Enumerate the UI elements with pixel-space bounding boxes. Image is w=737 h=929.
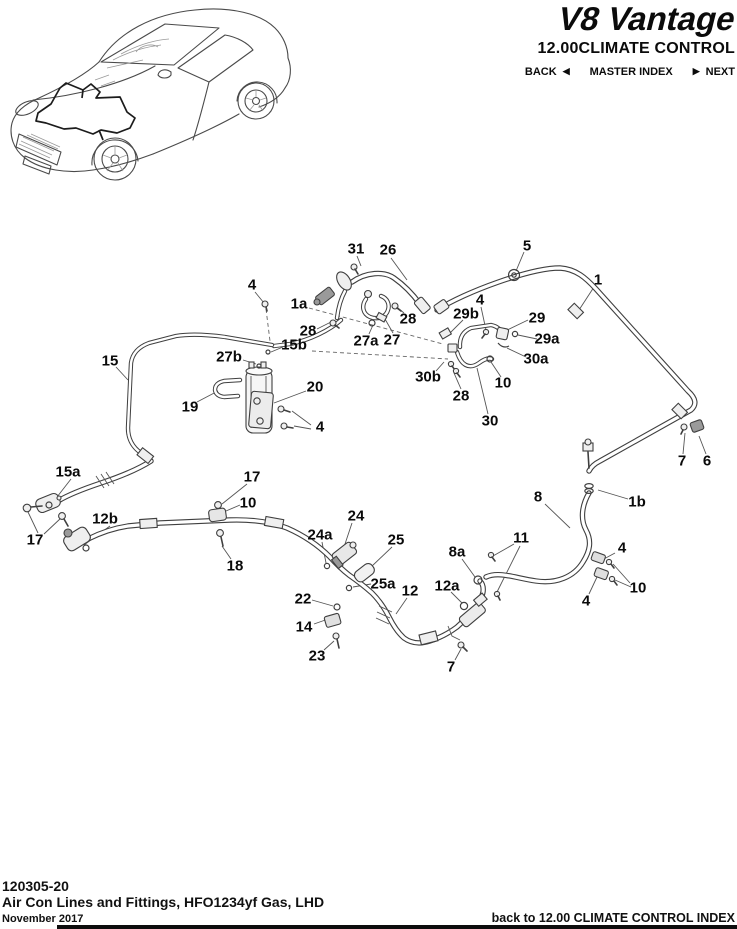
part-callout-28: 28 — [399, 310, 417, 328]
part-callout-30a: 30a — [523, 350, 549, 368]
brand-logo: V8 Vantage — [554, 0, 737, 37]
back-arrow-icon: ◀ — [562, 65, 570, 76]
part-callout-12: 12 — [401, 582, 419, 600]
part-callout-20: 20 — [306, 378, 324, 396]
part-callout-30b: 30b — [415, 368, 441, 386]
part-callout-4: 4 — [581, 592, 591, 610]
part-callout-30: 30 — [481, 412, 499, 430]
next-arrow-icon: ▶ — [692, 65, 700, 76]
part-callout-22: 22 — [294, 590, 312, 608]
part-callout-14: 14 — [295, 618, 313, 636]
part-callout-28: 28 — [452, 387, 470, 405]
part-callout-25: 25 — [387, 531, 405, 549]
part-callout-4: 4 — [475, 291, 485, 309]
nav-next-button[interactable]: NEXT — [705, 66, 735, 78]
part-callout-10: 10 — [494, 374, 512, 392]
part-callout-1: 1 — [593, 271, 603, 289]
part-callout-17: 17 — [26, 531, 44, 549]
part-callout-6: 6 — [702, 452, 712, 470]
part-callout-10: 10 — [629, 579, 647, 597]
part-callout-24a: 24a — [307, 526, 333, 544]
part-callout-15b: 15b — [281, 336, 307, 354]
part-callout-7: 7 — [677, 452, 687, 470]
nav-master-index-button[interactable]: MASTER INDEX — [589, 66, 673, 78]
footer-bar — [57, 925, 737, 929]
part-callout-27: 27 — [383, 331, 401, 349]
part-callout-27b: 27b — [216, 348, 242, 366]
part-callout-18: 18 — [226, 557, 244, 575]
part-callout-23: 23 — [308, 647, 326, 665]
part-callout-12a: 12a — [434, 577, 460, 595]
document-date: November 2017 — [2, 913, 84, 925]
part-callout-24: 24 — [347, 507, 365, 525]
section-title: 12.00CLIMATE CONTROL — [537, 40, 735, 57]
document-title: Air Con Lines and Fittings, HFO1234yf Ga… — [2, 894, 325, 910]
part-callout-29: 29 — [528, 309, 546, 327]
part-callout-4: 4 — [247, 276, 257, 294]
page-navigation: BACK ◀ MASTER INDEX ▶ NEXT — [524, 65, 735, 79]
part-callout-12b: 12b — [92, 510, 118, 528]
part-callout-4: 4 — [315, 418, 325, 436]
part-callout-29b: 29b — [453, 305, 479, 323]
part-callout-28: 28 — [299, 322, 317, 340]
vehicle-illustration — [10, 8, 291, 181]
part-callout-27a: 27a — [353, 332, 379, 350]
nav-back-button[interactable]: BACK — [524, 66, 557, 78]
part-callout-19: 19 — [181, 398, 199, 416]
document-number: 120305-20 — [2, 878, 69, 894]
part-callout-31: 31 — [347, 240, 365, 258]
part-callout-4: 4 — [617, 539, 627, 557]
back-to-index-link[interactable]: back to 12.00 CLIMATE CONTROL INDEX — [491, 911, 735, 925]
part-callout-1a: 1a — [290, 295, 308, 313]
part-callout-7: 7 — [446, 658, 456, 676]
part-callout-29a: 29a — [534, 330, 560, 348]
part-callout-1b: 1b — [628, 493, 646, 511]
part-callout-15a: 15a — [55, 463, 81, 481]
part-callout-10: 10 — [239, 494, 257, 512]
part-callout-8: 8 — [533, 488, 543, 506]
part-callout-11: 11 — [513, 529, 529, 547]
part-callout-17: 17 — [243, 468, 261, 486]
part-callout-5: 5 — [522, 237, 532, 255]
part-callout-25a: 25a — [370, 575, 396, 593]
part-callout-15: 15 — [101, 352, 119, 370]
part-callout-8a: 8a — [448, 543, 466, 561]
part-callout-26: 26 — [379, 241, 397, 259]
